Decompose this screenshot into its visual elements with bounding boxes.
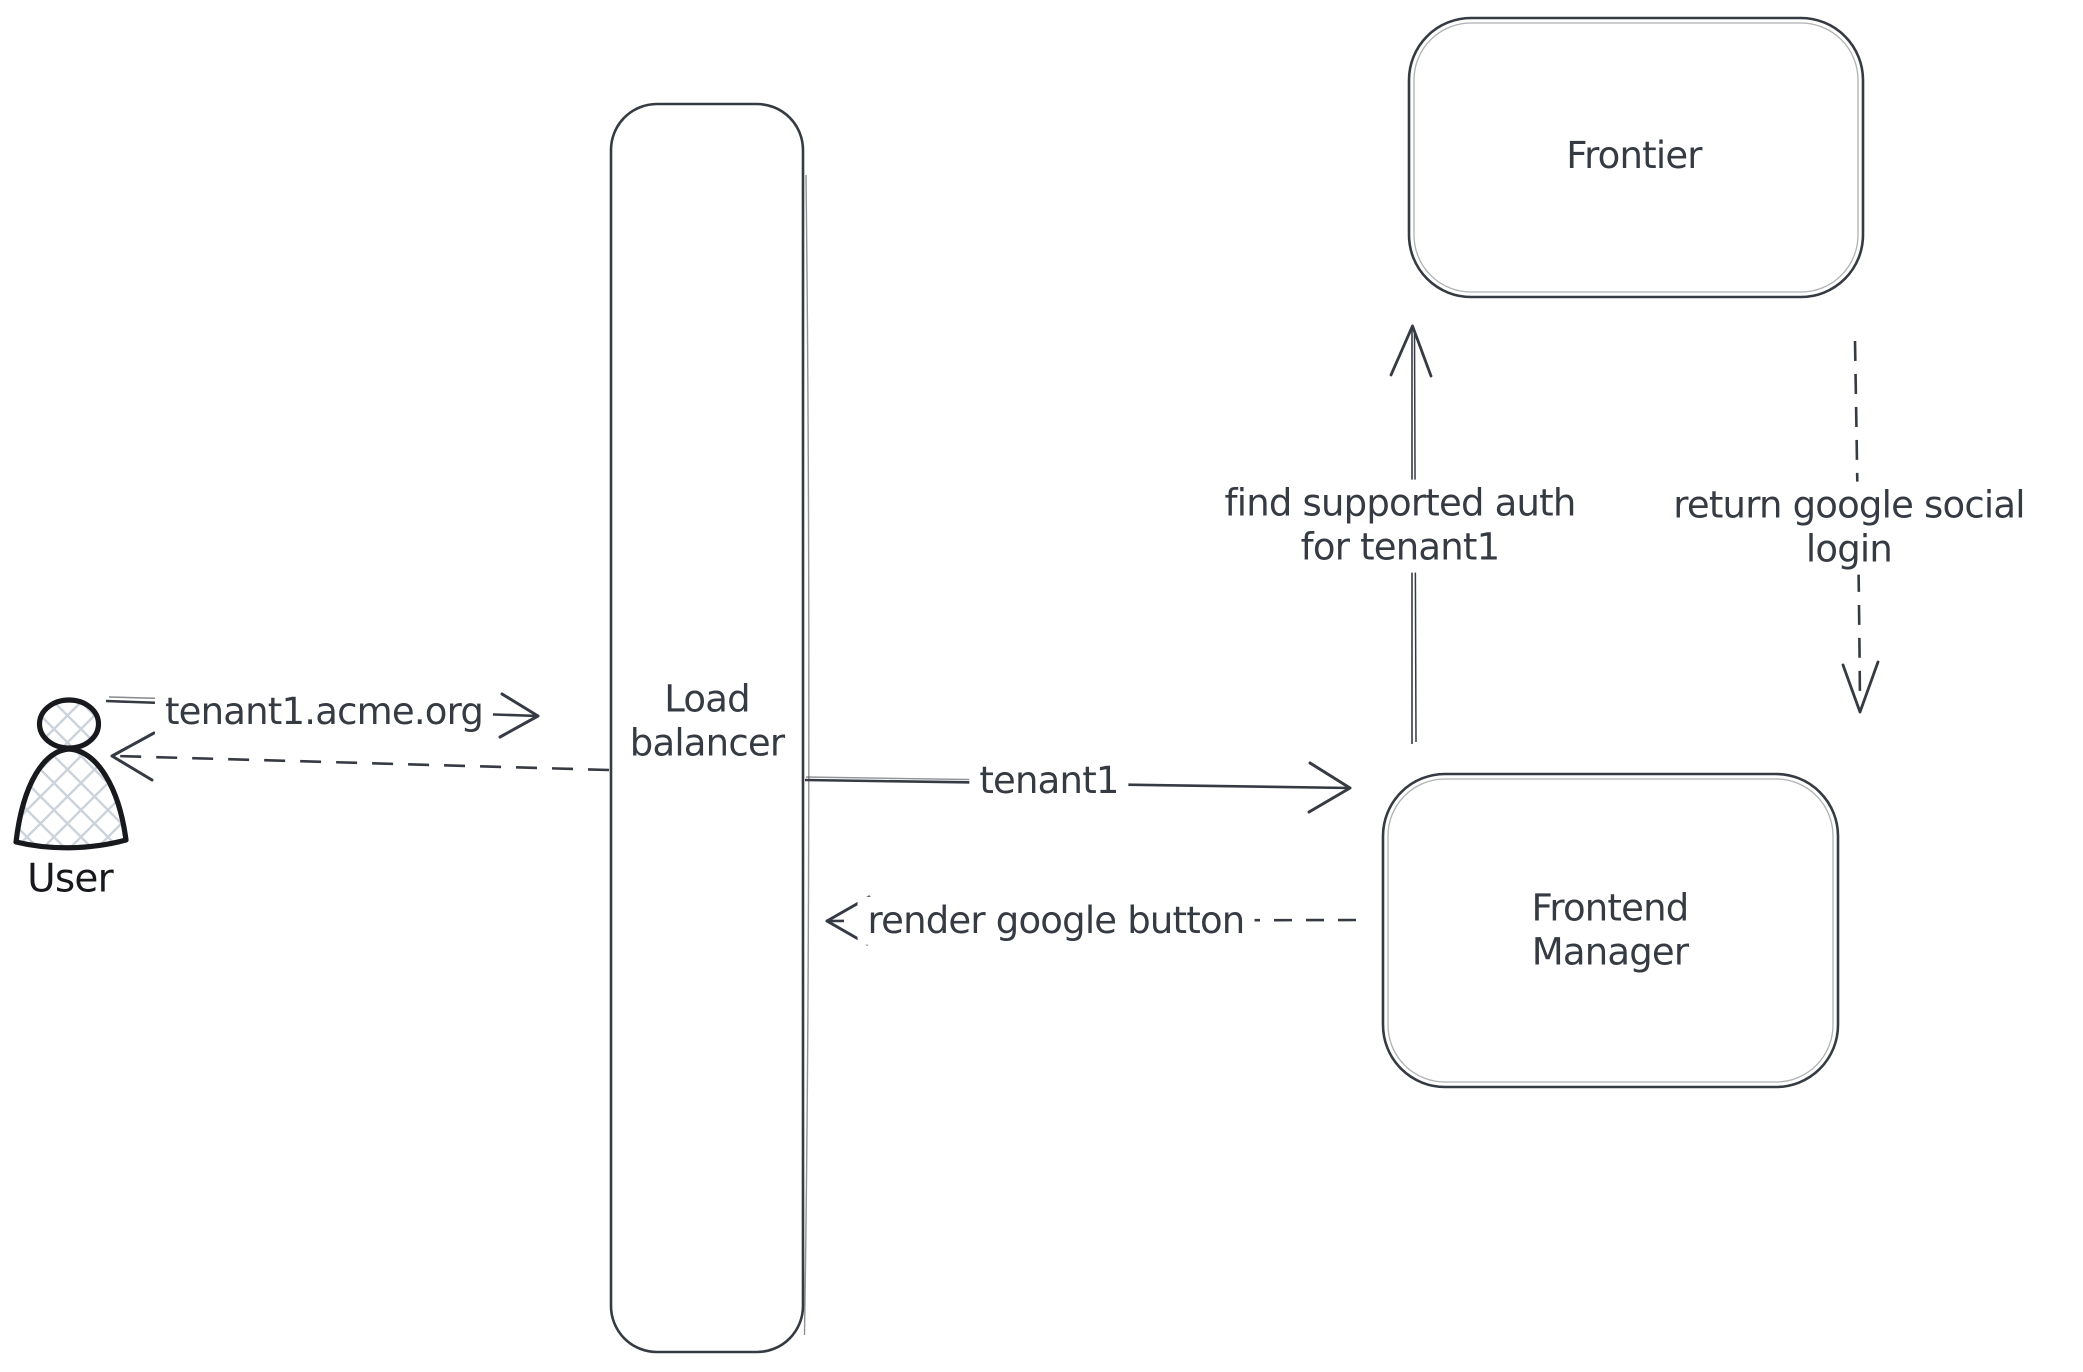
load-balancer-box-sketch-stroke (803, 174, 810, 1336)
edge-label-tenant1: tenant1 (969, 756, 1129, 806)
load-balancer-label-line2: balancer (629, 722, 785, 765)
edge-label-return-google-social-login-line1: return google social (1673, 483, 2025, 527)
user-label: User (27, 856, 114, 902)
edge-label-tenant1-acme-org: tenant1.acme.org (154, 687, 494, 737)
load-balancer-label-line1: Load (664, 677, 750, 721)
frontier-box-sketch-stroke (1413, 22, 1859, 293)
frontier-box (1407, 16, 1865, 299)
edge-label-find-supported-auth-line1: find supported auth (1224, 481, 1577, 525)
arrowhead-left (110, 731, 156, 782)
edge-label-return-google-social-login: return google social login (1663, 481, 2035, 575)
node-load-balancer-shape (609, 102, 810, 1354)
frontend-manager-label-line1: Frontend (1531, 886, 1690, 930)
frontend-manager-box (1381, 772, 1840, 1089)
frontend-manager-box-sketch-stroke (1387, 778, 1834, 1083)
arrow-line (115, 754, 610, 772)
user-head (36, 697, 102, 751)
arrowhead-up (1389, 324, 1433, 378)
node-frontier-shape (1407, 16, 1865, 299)
arrowhead-right (1307, 761, 1352, 814)
edge-label-return-google-social-login-line2: login (1805, 528, 1893, 571)
arrow-load-balancer-to-user (110, 731, 610, 782)
frontend-manager-label: Frontend Manager (1531, 886, 1690, 976)
edge-label-find-supported-auth-line2: for tenant1 (1300, 526, 1501, 569)
load-balancer-box (609, 102, 805, 1354)
load-balancer-label: Load balancer (629, 677, 785, 767)
node-frontend-manager-shape (1381, 772, 1840, 1089)
frontend-manager-label-line2: Manager (1531, 931, 1689, 974)
arrowhead-down (1841, 660, 1880, 714)
edge-label-render-google-button: render google button (857, 896, 1255, 946)
user-body (13, 746, 129, 851)
frontier-label: Frontier (1566, 133, 1702, 177)
arrow-line-sketch (805, 776, 1001, 781)
edge-label-find-supported-auth: find supported auth for tenant1 (1214, 479, 1586, 573)
arrowhead-right (498, 692, 540, 739)
user-icon (13, 697, 129, 851)
